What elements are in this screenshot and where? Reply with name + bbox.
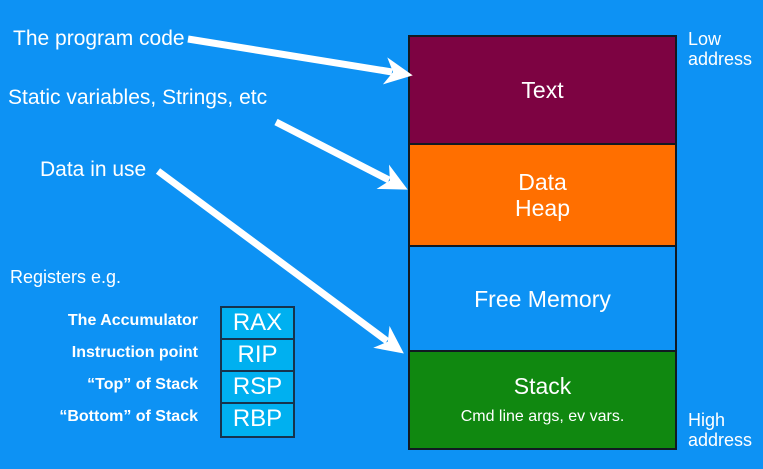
register-box-rsp: RSP: [222, 372, 293, 404]
label-registers-heading: Registers e.g.: [10, 267, 122, 287]
arrow-static-vars-to-data: [274, 118, 408, 190]
memory-segment-free-memory: Free Memory: [410, 247, 675, 352]
memory-segment-heap-title: Heap: [515, 195, 570, 221]
register-description-accumulator: The Accumulator: [67, 312, 198, 329]
memory-map-diagram: Text Data Heap Free Memory Stack Cmd lin…: [408, 35, 677, 450]
register-description-stack-bottom: “Bottom” of Stack: [59, 408, 198, 425]
register-name-stack: RAX RIP RSP RBP: [220, 306, 295, 438]
register-description-instruction-pointer: Instruction point: [71, 344, 198, 361]
memory-segment-text: Text: [410, 37, 675, 145]
register-box-rip: RIP: [222, 340, 293, 372]
label-low-address-line1: Low: [688, 29, 722, 49]
register-box-rax: RAX: [222, 308, 293, 340]
memory-segment-text-title: Text: [521, 77, 564, 103]
arrow-program-code-to-text: [187, 35, 413, 85]
label-low-address-line2: address: [688, 49, 753, 69]
memory-segment-free-memory-title: Free Memory: [474, 285, 611, 312]
register-description-list: The Accumulator Instruction point “Top” …: [0, 305, 208, 433]
memory-segment-stack: Stack Cmd line args, ev vars.: [410, 352, 675, 448]
label-static-variables: Static variables, Strings, etc: [8, 86, 268, 109]
memory-segment-stack-subtitle: Cmd line args, ev vars.: [460, 408, 625, 425]
memory-segment-data-heap: Data Heap: [410, 145, 675, 247]
register-description-stack-top: “Top” of Stack: [87, 376, 198, 393]
label-low-address: Low address: [688, 29, 752, 69]
label-the-program-code: The program code: [13, 27, 185, 50]
register-box-rbp: RBP: [232, 405, 283, 432]
label-data-in-use: Data in use: [40, 158, 147, 181]
label-high-address: High address: [688, 410, 752, 450]
label-high-address-line2: address: [688, 430, 753, 450]
memory-segment-data-title: Data: [518, 169, 567, 195]
memory-segment-stack-title: Stack: [513, 373, 572, 399]
label-high-address-line1: High: [688, 410, 726, 430]
